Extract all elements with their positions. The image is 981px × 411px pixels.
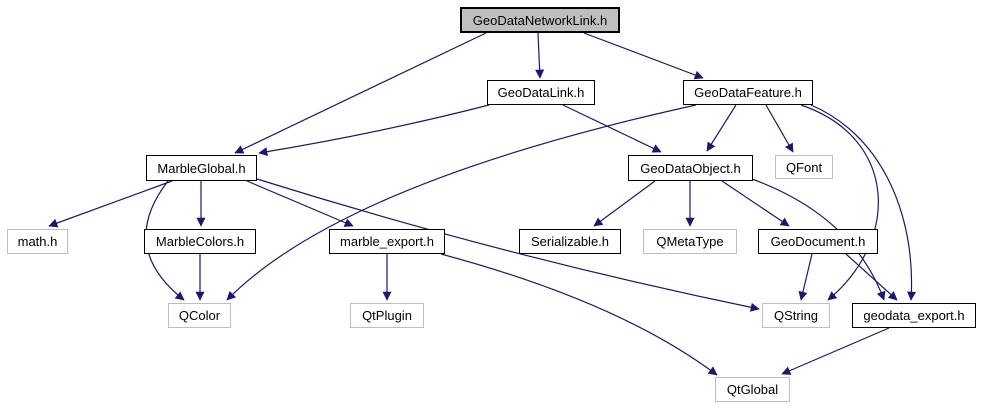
node-qtplugin: QtPlugin xyxy=(350,303,424,328)
node-qstring: QString xyxy=(762,303,830,328)
node-geodata-export-h[interactable]: geodata_export.h xyxy=(852,303,976,328)
node-serializable-h[interactable]: Serializable.h xyxy=(519,229,621,254)
edge-geodatanetworklink-h-to-marbleglobal-h xyxy=(234,32,487,154)
node-geodatanetworklink-h: GeoDataNetworkLink.h xyxy=(460,7,620,33)
edge-geodatafeature-h-to-qstring xyxy=(800,104,879,301)
edge-marble-export-h-to-qtglobal xyxy=(440,253,718,376)
edge-geodatanetworklink-h-to-geodatafeature-h xyxy=(583,32,704,80)
node-qfont: QFont xyxy=(775,155,833,179)
edge-geodatanetworklink-h-to-geodatalink-h xyxy=(535,32,545,79)
edge-geodata-export-h-to-qtglobal xyxy=(781,327,890,375)
node-marbleglobal-h[interactable]: MarbleGlobal.h xyxy=(146,155,257,181)
edge-geodocument-h-to-geodata-export-h xyxy=(845,253,898,301)
edge-geodatafeature-h-to-qfont xyxy=(765,104,794,153)
node-marblecolors-h[interactable]: MarbleColors.h xyxy=(144,229,256,254)
edge-geodataobject-h-to-serializable-h xyxy=(593,180,656,227)
edge-geodocument-h-to-qstring xyxy=(798,253,813,301)
edge-geodatafeature-h-to-qcolor xyxy=(226,104,697,301)
edge-geodatalink-h-to-geodataobject-h xyxy=(562,104,662,153)
node-geodatalink-h[interactable]: GeoDataLink.h xyxy=(487,80,595,105)
node-qmetatype: QMetaType xyxy=(643,229,737,254)
node-marble-export-h[interactable]: marble_export.h xyxy=(329,229,445,254)
edge-marbleglobal-h-to-qstring xyxy=(256,178,760,312)
edge-geodatafeature-h-to-geodataobject-h xyxy=(706,104,737,152)
node-qcolor: QColor xyxy=(168,303,231,328)
edge-geodataobject-h-to-geodocument-h xyxy=(721,180,790,227)
edge-marbleglobal-h-to-math-h xyxy=(48,180,173,228)
edge-marbleglobal-h-to-marble-export-h xyxy=(246,180,354,227)
node-math-h: math.h xyxy=(7,229,68,254)
node-qtglobal: QtGlobal xyxy=(715,377,790,402)
edge-geodatafeature-h-to-geodata-export-h xyxy=(810,104,917,301)
node-geodocument-h[interactable]: GeoDocument.h xyxy=(758,229,878,254)
edge-geodatalink-h-to-marbleglobal-h xyxy=(258,104,490,157)
node-geodataobject-h[interactable]: GeoDataObject.h xyxy=(628,155,753,181)
node-geodatafeature-h[interactable]: GeoDataFeature.h xyxy=(683,80,813,105)
